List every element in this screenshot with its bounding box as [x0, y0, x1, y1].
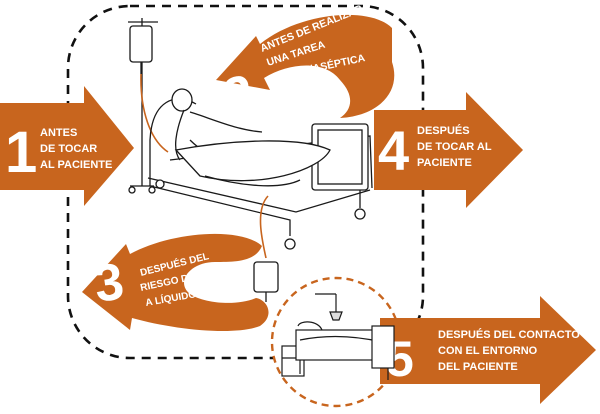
moment-3-arrow-shape — [82, 233, 269, 332]
moment-2-arrow: 2 ANTES DE REALIZAR UNA TAREA LIMPIA/ASÉ… — [216, 3, 395, 127]
moment-5-arrow-shape — [380, 296, 596, 404]
urine-bag-icon — [253, 195, 279, 302]
moment-3-arrow: 3 DESPUÉS DEL RIESGO DE EXPOSICIÓN A LÍQ… — [82, 233, 276, 332]
moment-4-arrow: 4 DESPUÉS DE TOCAR AL PACIENTE — [374, 92, 523, 208]
moment-4-label-line2: DE TOCAR AL — [417, 141, 492, 153]
main-illustration — [128, 18, 373, 302]
moment-4-arrow-shape — [374, 92, 523, 208]
moment-1-label-line3: AL PACIENTE — [40, 159, 112, 171]
moment-5-arrow: 5 DESPUÉS DEL CONTACTO CON EL ENTORNO DE… — [380, 296, 596, 404]
moment-1-label-line1: ANTES — [40, 127, 77, 139]
moment-4-number: 4 — [378, 119, 409, 182]
iv-bag-icon — [128, 18, 169, 194]
moment-2-arrow-shape — [216, 14, 395, 119]
small-bed-icon — [295, 321, 395, 380]
moment-4-label-line1: DESPUÉS — [417, 124, 470, 137]
moment-4-label-line3: PACIENTE — [417, 157, 472, 169]
moment-1-number: 1 — [5, 120, 37, 185]
lamp-icon — [315, 293, 343, 321]
surroundings-illustration — [281, 293, 395, 380]
moment-1-arrow-shape — [0, 86, 134, 206]
patient-icon — [171, 88, 331, 187]
moment-1-arrow: 1 ANTES DE TOCAR AL PACIENTE — [0, 86, 134, 206]
moment-1-label-line2: DE TOCAR — [40, 143, 97, 155]
moment-5-label-line2: CON EL ENTORNO — [438, 345, 538, 357]
moment-5-label-line3: DEL PACIENTE — [438, 361, 518, 373]
moment-5-label-line1: DESPUÉS DEL CONTACTO — [438, 328, 580, 341]
